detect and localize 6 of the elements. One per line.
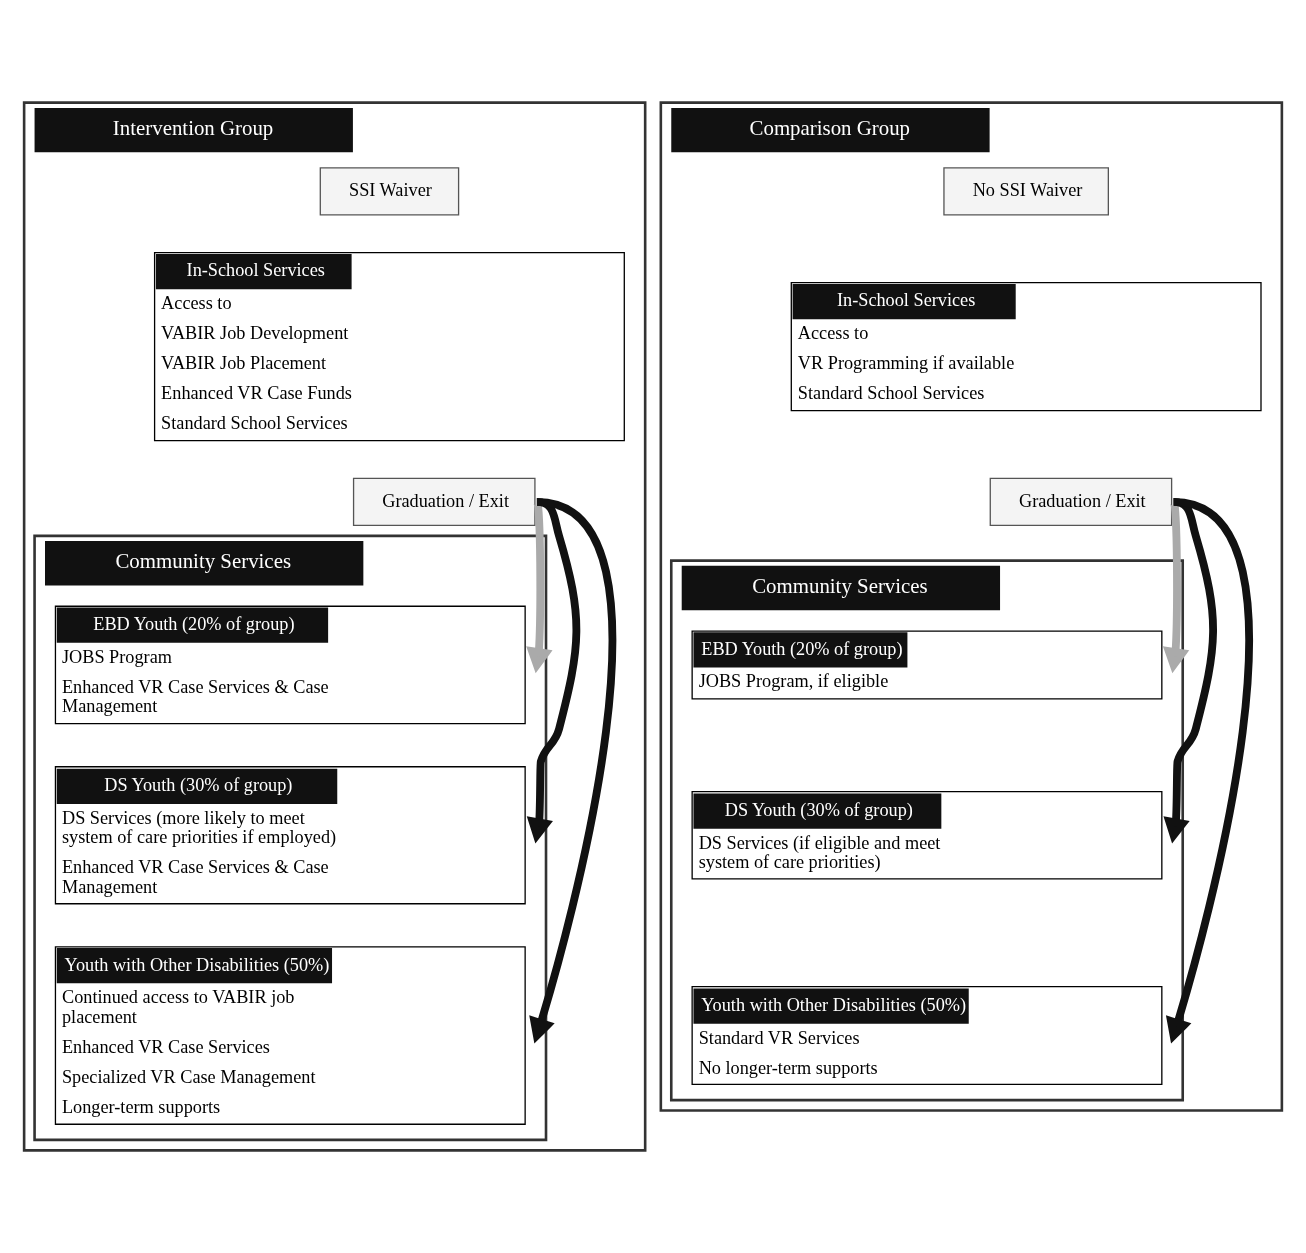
arrow — [1165, 498, 1253, 1044]
node-box: No SSI Waiver — [943, 167, 1109, 216]
arrow — [529, 498, 616, 1044]
node-box: Graduation / Exit — [989, 477, 1173, 527]
node-box: Graduation / Exit — [352, 477, 536, 527]
node-box: SSI Waiver — [319, 167, 460, 216]
